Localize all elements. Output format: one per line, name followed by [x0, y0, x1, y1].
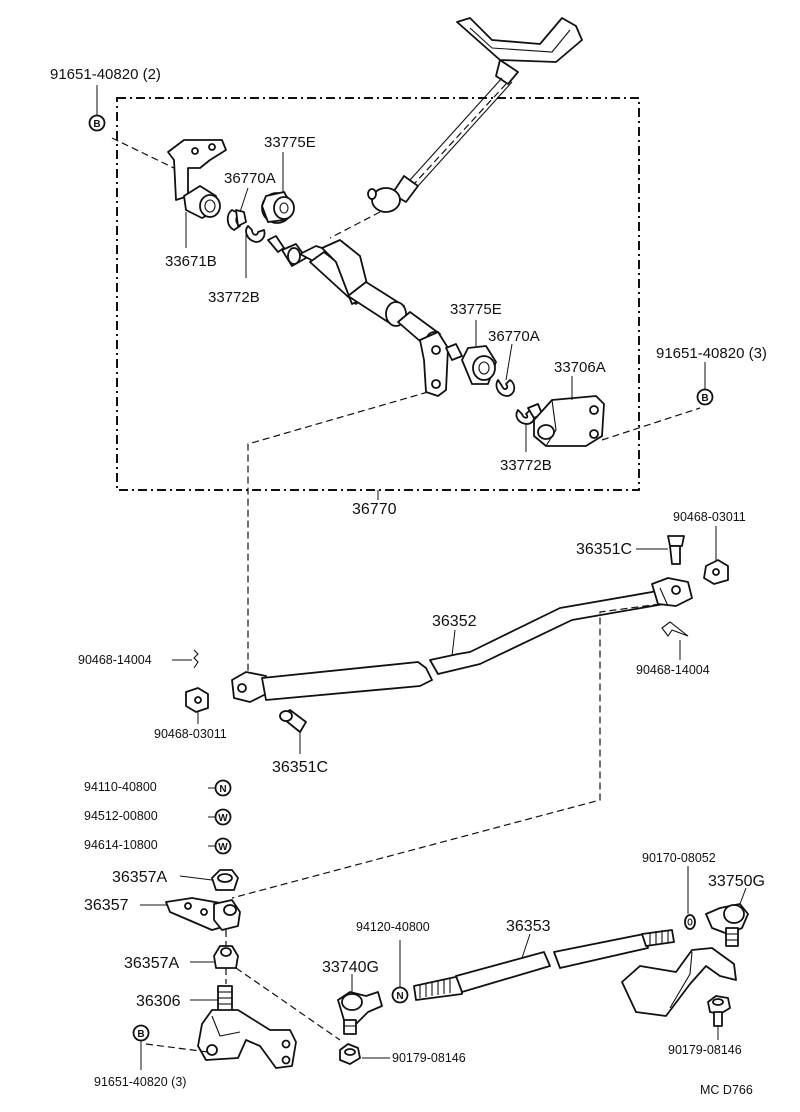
- label-90468-14004-right: 90468-14004: [636, 663, 710, 677]
- label-36353: 36353: [506, 918, 551, 935]
- svg-text:B: B: [701, 393, 708, 404]
- diagram-code: MC D766: [700, 1083, 753, 1097]
- clip-90468-14004-right: [661, 621, 689, 637]
- label-90179-08146-right: 90179-08146: [668, 1043, 742, 1057]
- pin-36351C-left: [279, 709, 307, 733]
- label-36357: 36357: [84, 897, 129, 914]
- bolt-b-top-left: B: [88, 114, 106, 132]
- ball-joint-33750G: [705, 903, 749, 947]
- svg-text:N: N: [219, 784, 226, 795]
- nut-90179-08146-right: [707, 995, 731, 1027]
- clip-90468-03011-left: [185, 687, 209, 713]
- label-36770: 36770: [352, 501, 397, 518]
- bracket-33706A: [533, 395, 605, 447]
- label-91651-40820-3-right: 91651-40820 (3): [656, 345, 767, 362]
- clip-90468-14004-left: [193, 649, 199, 669]
- label-90468-14004-left: 90468-14004: [78, 653, 152, 667]
- rod-36353: [413, 929, 675, 1001]
- label-94614-10800: 94614-10800: [84, 838, 158, 852]
- label-90468-03011-left: 90468-03011: [154, 727, 227, 741]
- grommet-36357A-top: [211, 869, 239, 891]
- grommet-36357A-bottom: [213, 945, 239, 969]
- shift-lever: [367, 17, 583, 213]
- svg-text:W: W: [218, 813, 228, 824]
- svg-text:N: N: [396, 991, 403, 1002]
- label-33706A: 33706A: [554, 359, 606, 376]
- bracket-36306: [197, 985, 297, 1069]
- pin-36351C-right: [667, 535, 685, 565]
- svg-text:B: B: [137, 1029, 144, 1040]
- label-90468-03011-right: 90468-03011: [673, 510, 746, 524]
- clip-36770A-top: [226, 209, 247, 231]
- label-91651-40820-2: 91651-40820 (2): [50, 66, 161, 83]
- label-90179-08146-center: 90179-08146: [392, 1051, 466, 1065]
- label-36351C-left: 36351C: [272, 759, 328, 776]
- label-36306: 36306: [136, 993, 181, 1010]
- rod-36352: [231, 577, 693, 703]
- ball-joint-33740G: [337, 991, 383, 1035]
- svg-text:W: W: [218, 842, 228, 853]
- clip-33772B-top: [245, 225, 266, 243]
- label-94120-40800: 94120-40800: [356, 920, 430, 934]
- assembly-box-36770: [116, 97, 640, 491]
- label-33772B-mid: 33772B: [500, 457, 552, 474]
- bracket-33671B: [167, 139, 227, 219]
- label-94512-00800: 94512-00800: [84, 809, 158, 823]
- label-90170-08052: 90170-08052: [642, 851, 716, 865]
- label-36351C-right: 36351C: [576, 541, 632, 558]
- label-36357A-top: 36357A: [112, 869, 167, 886]
- washer-w-symbol-2: W: [214, 837, 232, 855]
- shaft-assembly: [267, 235, 463, 397]
- nut-n-rod: N: [391, 986, 409, 1004]
- washer-w-symbol-1: W: [214, 808, 232, 826]
- label-91651-40820-3-bottom: 91651-40820 (3): [94, 1075, 186, 1089]
- label-33775E-top: 33775E: [264, 134, 316, 151]
- label-36770A-top: 36770A: [224, 170, 276, 187]
- label-36357A-bottom: 36357A: [124, 955, 179, 972]
- selector-lever: [621, 947, 737, 1017]
- label-33775E-mid: 33775E: [450, 301, 502, 318]
- label-33740G: 33740G: [322, 959, 379, 976]
- label-36770A-mid: 36770A: [488, 328, 540, 345]
- bolt-b-right: B: [696, 388, 714, 406]
- bushing-33775E-mid: [461, 345, 497, 385]
- nut-90179-08146-center: [339, 1043, 361, 1065]
- label-33671B: 33671B: [165, 253, 217, 270]
- label-94110-40800: 94110-40800: [84, 780, 157, 794]
- bushing-33775E-top: [261, 191, 295, 224]
- svg-text:B: B: [93, 119, 100, 130]
- clip-36770A-mid: [495, 379, 516, 397]
- label-33772B-top: 33772B: [208, 289, 260, 306]
- lever-36357: [165, 897, 241, 931]
- clip-90468-03011-right: [703, 559, 729, 585]
- label-33750G: 33750G: [708, 873, 765, 890]
- bolt-b-bottom: B: [132, 1024, 150, 1042]
- nut-n-symbol-1: N: [214, 779, 232, 797]
- label-36352: 36352: [432, 613, 477, 630]
- washer-90170-08052: [684, 914, 696, 930]
